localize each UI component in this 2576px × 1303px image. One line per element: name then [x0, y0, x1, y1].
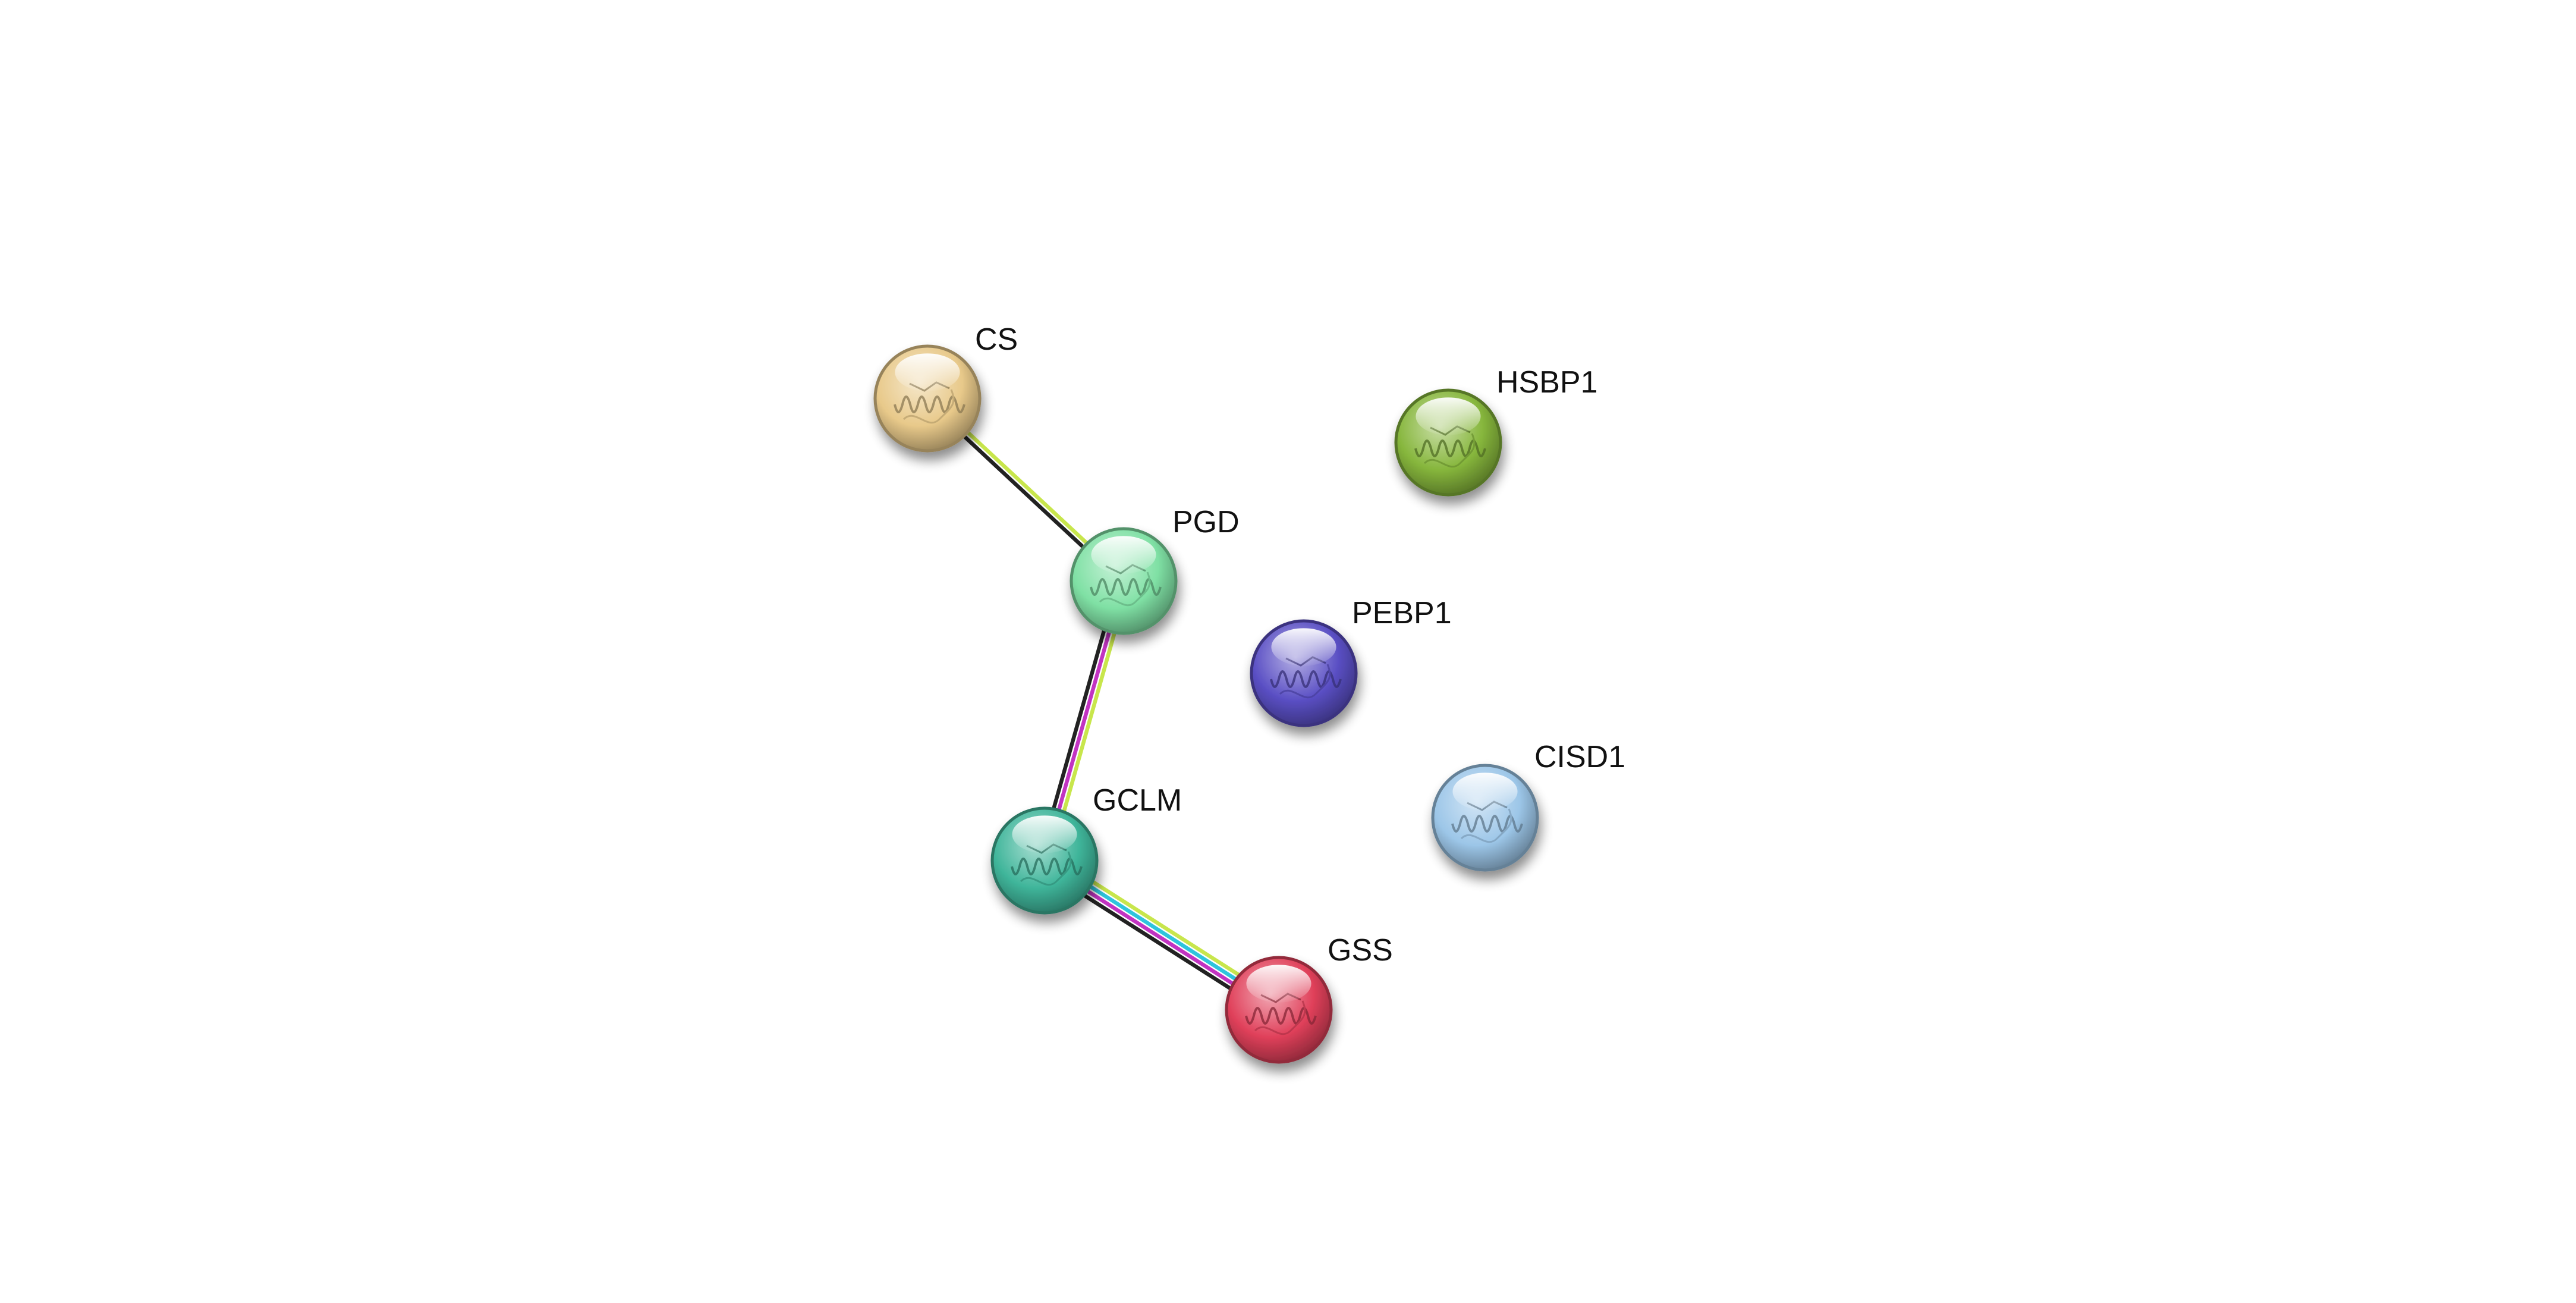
- node-label-halo: CISD1: [1534, 740, 1625, 774]
- node-gloss: [895, 353, 960, 391]
- node-label-halo: CS: [975, 322, 1018, 357]
- node-gloss: [1012, 815, 1077, 853]
- node-label: CS: [975, 322, 1018, 357]
- node-label: PGD: [1172, 505, 1240, 539]
- node-gloss: [1246, 965, 1311, 1003]
- node-label: CISD1: [1534, 740, 1625, 774]
- node-gloss: [1271, 628, 1336, 666]
- node-label-halo: HSBP1: [1496, 365, 1598, 400]
- node-label: PEBP1: [1352, 596, 1452, 630]
- node-label: GCLM: [1093, 783, 1182, 818]
- node-label-halo: GSS: [1328, 933, 1393, 968]
- nodes-layer: CSCSHSBP1HSBP1PGDPGDPEBP1PEBP1CISD1CISD1…: [873, 319, 1628, 1064]
- node-gloss: [1091, 536, 1156, 574]
- node-gloss: [1452, 773, 1518, 811]
- node-label-halo: GCLM: [1093, 783, 1182, 818]
- node-gloss: [1416, 397, 1481, 435]
- edges-layer: [923, 394, 1285, 1019]
- node-label: HSBP1: [1496, 365, 1598, 400]
- node-label: GSS: [1328, 933, 1393, 968]
- node-label-halo: PEBP1: [1352, 596, 1452, 630]
- node-label-halo: PGD: [1172, 505, 1240, 539]
